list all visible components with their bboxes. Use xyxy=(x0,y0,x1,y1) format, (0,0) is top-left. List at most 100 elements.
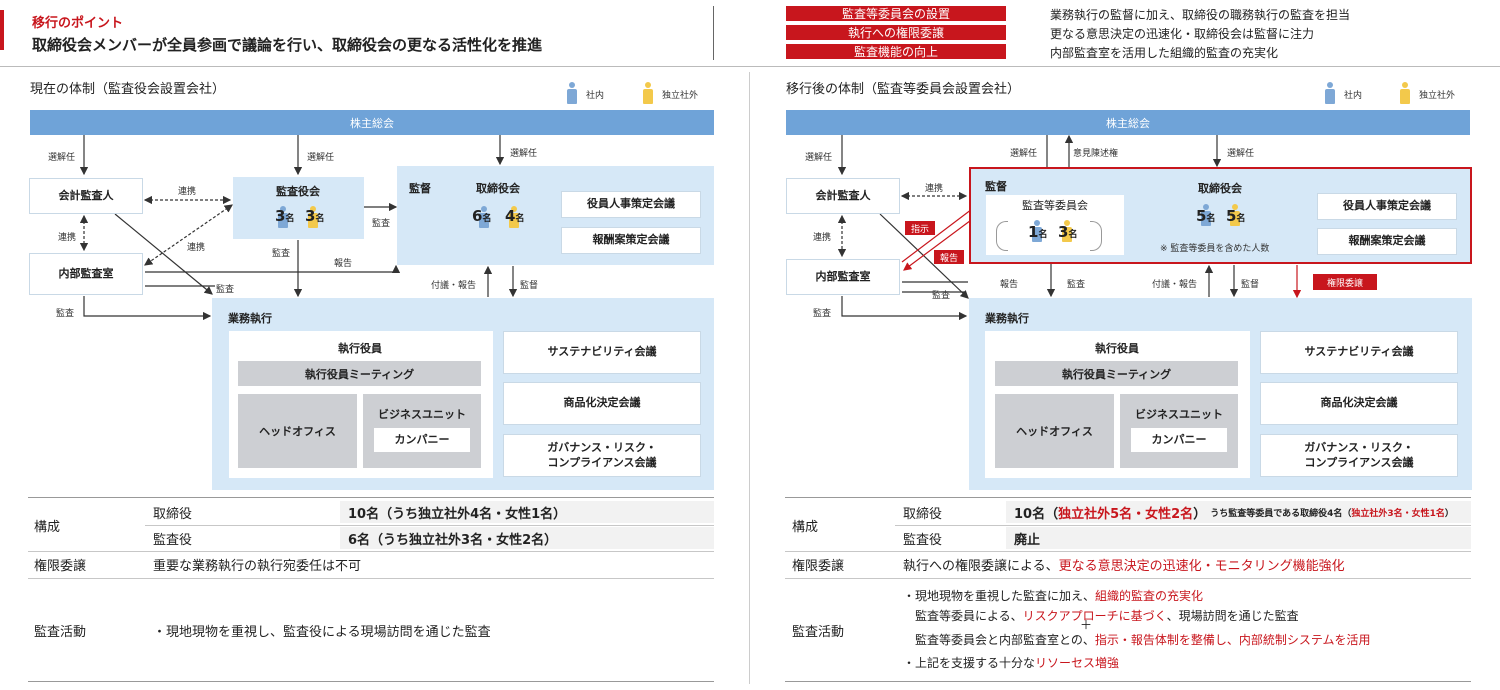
right-accounting-auditor: 会計監査人 xyxy=(786,178,900,214)
right-label-elect-1: 選解任 xyxy=(805,153,833,163)
right-board-internal-count: 5名 xyxy=(1196,207,1216,225)
right-label-elect-2: 選解任 xyxy=(1010,149,1038,159)
left-label-submit: 付議・報告 xyxy=(431,281,477,291)
right-label-report: 報告 xyxy=(1000,280,1019,290)
right-company: カンパニー xyxy=(1131,428,1227,452)
right-tag-report: 報告 xyxy=(934,250,964,264)
right-council-governance: ガバナンス・リスク・コンプライアンス会議 xyxy=(1260,434,1458,477)
left-label-elect-3: 選解任 xyxy=(510,149,538,159)
right-ac-external-count: 3名 xyxy=(1058,223,1078,241)
left-board-external-count: 4名 xyxy=(505,207,525,225)
left-audit-internal-icon xyxy=(278,206,288,228)
right-directors-label: 取締役 xyxy=(903,506,943,522)
header-tag: 移行のポイント xyxy=(32,16,124,31)
right-auditors-bg xyxy=(1006,527,1471,549)
right-label-audit-3: 監査 xyxy=(813,309,832,319)
left-directors-label: 取締役 xyxy=(153,506,193,522)
left-activity-value: ・現地現物を重視し、監査役による現場訪問を通じた監査 xyxy=(153,624,491,640)
right-table-line-3 xyxy=(785,578,1471,579)
left-label-coop-1: 連携 xyxy=(178,187,197,197)
left-label-elect-1: 選解任 xyxy=(48,153,76,163)
left-label-supervise: 監督 xyxy=(520,281,539,291)
right-board-external-count: 5名 xyxy=(1226,207,1246,225)
right-board-external-icon xyxy=(1230,204,1240,226)
left-audit-board-box xyxy=(233,177,364,239)
right-table-bottom xyxy=(785,681,1471,682)
left-auditors-bg xyxy=(340,527,714,549)
left-table-line-2 xyxy=(28,551,714,552)
left-board-internal-count: 6名 xyxy=(472,207,492,225)
right-label-submit: 付議・報告 xyxy=(1152,280,1198,290)
right-table-line-2 xyxy=(785,551,1471,552)
left-accounting-auditor: 会計監査人 xyxy=(29,178,143,214)
right-supervision-label: 監督 xyxy=(985,180,1007,193)
left-board-external-icon xyxy=(509,206,519,228)
header-accent xyxy=(0,10,4,50)
left-table-bottom xyxy=(28,681,714,682)
left-auditors-label: 監査役 xyxy=(153,532,193,548)
right-directors-bg xyxy=(1006,501,1471,523)
legend-external-icon xyxy=(643,82,653,104)
right-activity-plus: ＋ xyxy=(1080,617,1093,632)
left-supervision-label: 監督 xyxy=(409,182,431,195)
right-ac-internal-count: 1名 xyxy=(1028,223,1048,241)
point-desc-3: 内部監査室を活用した組織的監査の充実化 xyxy=(1050,46,1279,60)
point-label-1: 監査等委員会の設置 xyxy=(786,6,1006,21)
right-label-opinion: 意見陳述権 xyxy=(1073,149,1119,159)
right-legend-internal-icon xyxy=(1325,82,1335,104)
right-bracket-right xyxy=(1090,221,1102,251)
left-company: カンパニー xyxy=(374,428,470,452)
right-exec-meeting: 執行役員ミーティング xyxy=(995,361,1238,386)
right-composition-label: 構成 xyxy=(792,519,819,535)
left-delegation-value: 重要な業務執行の執行宛委任は不可 xyxy=(153,558,362,574)
right-committee-remuneration: 報酬案策定会議 xyxy=(1317,228,1457,255)
left-label-elect-2: 選解任 xyxy=(307,153,335,163)
left-activity-label: 監査活動 xyxy=(34,624,87,640)
legend-internal-label: 社内 xyxy=(586,91,605,101)
right-business-label: 業務執行 xyxy=(985,312,1029,325)
left-directors-bg xyxy=(340,501,714,523)
right-activity-line-3: 監査等委員会と内部監査室との、指示・報告体制を整備し、内部統制システムを活用 xyxy=(915,632,1371,647)
right-council-commercial: 商品化決定会議 xyxy=(1260,382,1458,425)
right-legend-external-label: 独立社外 xyxy=(1419,91,1456,101)
left-label-report: 報告 xyxy=(334,259,353,269)
left-directors-value: 10名（うち独立社外4名・女性1名） xyxy=(348,506,567,522)
right-bracket-left xyxy=(996,221,1008,251)
right-auditors-value: 廃止 xyxy=(1014,532,1041,548)
right-board-internal-icon xyxy=(1201,204,1211,226)
right-delegation-label: 権限委譲 xyxy=(792,558,845,574)
right-board-note: ※ 監査等委員を含めた人数 xyxy=(1160,244,1270,254)
right-tag-delegation: 権限委譲 xyxy=(1313,274,1377,290)
left-board-internal-icon xyxy=(479,206,489,228)
left-business-label: 業務執行 xyxy=(228,312,272,325)
right-table-top xyxy=(785,497,1471,498)
left-label-audit-1: 監査 xyxy=(372,219,391,229)
left-table-line-3 xyxy=(28,578,714,579)
right-delegation-value: 執行への権限委譲による、更なる意思決定の迅速化・モニタリング機能強化 xyxy=(903,558,1345,574)
right-activity-line-2: 監査等委員による、リスクアプローチに基づく、現場訪問を通じた監査 xyxy=(915,608,1299,623)
legend-internal-icon xyxy=(567,82,577,104)
left-audit-board-label: 監査役会 xyxy=(276,185,320,198)
left-label-audit-3: 監査 xyxy=(216,285,235,295)
legend-external-label: 独立社外 xyxy=(662,91,699,101)
right-title: 移行後の体制（監査等委員会設置会社） xyxy=(786,82,1021,97)
left-executive-label: 執行役員 xyxy=(338,342,382,355)
left-composition-label: 構成 xyxy=(34,519,61,535)
header-divider xyxy=(713,6,714,60)
right-head-office: ヘッドオフィス xyxy=(995,394,1114,468)
left-label-coop-3: 連携 xyxy=(187,243,206,253)
right-directors-value: 10名（独立社外5名・女性2名） うち監査等委員である取締役4名（独立社外3名・… xyxy=(1014,506,1454,522)
right-legend-internal-label: 社内 xyxy=(1344,91,1363,101)
right-ac-internal-icon xyxy=(1032,220,1042,242)
right-label-elect-3: 選解任 xyxy=(1227,149,1255,159)
right-auditors-label: 監査役 xyxy=(903,532,943,548)
right-label-coop-1: 連携 xyxy=(925,184,944,194)
left-committee-personnel: 役員人事策定会議 xyxy=(561,191,701,218)
left-board-label: 取締役会 xyxy=(476,182,520,195)
left-shareholders-bar: 株主総会 xyxy=(30,110,714,135)
left-table-top xyxy=(28,497,714,498)
right-ac-external-icon xyxy=(1062,220,1072,242)
header-bottom-line xyxy=(0,66,1500,67)
center-divider xyxy=(749,72,750,684)
